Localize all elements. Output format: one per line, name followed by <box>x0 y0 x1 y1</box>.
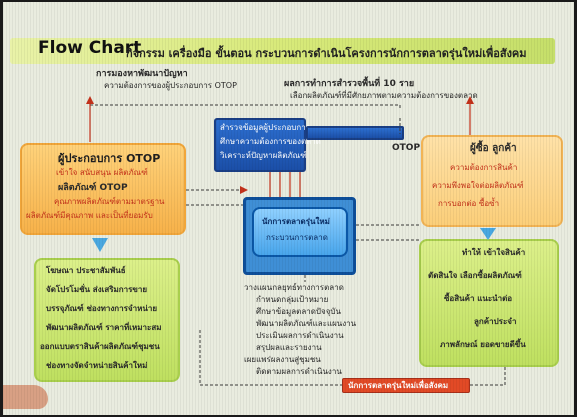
top-note-left-heading: การมองหาพัฒนาปัญหา <box>96 69 188 79</box>
blue-box-line-3: วิเคราะห์ปัญหาผลิตภัณฑ์ <box>220 151 307 160</box>
marketing-action-3: บรรจุภัณฑ์ ช่องทางการจำหน่าย <box>46 304 158 313</box>
center-box-title: นักการตลาดรุ่นใหม่ <box>262 217 330 226</box>
center-list-item-1: วางแผนกลยุทธ์ทางการตลาด <box>244 283 344 292</box>
customer-outcome-1: ทำให้ เข้าใจสินค้า <box>462 248 526 257</box>
otop-entrepreneur-line-1: เข้าใจ สนับสนุน ผลิตภัณฑ์ <box>56 168 148 177</box>
customer-box <box>421 135 563 227</box>
arrow-down-left <box>92 238 108 252</box>
center-list-item-2: กำหนดกลุ่มเป้าหมาย <box>256 295 329 304</box>
center-box <box>252 207 348 257</box>
photo-finger <box>0 385 48 409</box>
flowchart-subtitle: กิจกรรม เครื่องมือ ขั้นตอน กระบวนการดำเน… <box>126 47 527 60</box>
center-list-item-7: เผยแพร่ผลงานสู่ชุมชน <box>244 355 321 364</box>
center-box-subtitle: กระบวนการตลาด <box>266 233 328 242</box>
bottom-result-label: นักการตลาดรุ่นใหม่เพื่อสังคม <box>348 381 449 390</box>
customer-outcome-box <box>419 239 559 367</box>
arrow-down-right <box>480 228 496 240</box>
center-list-item-8: ติดตามผลการดำเนินงาน <box>256 367 342 376</box>
blue-box-line-1: สำรวจข้อมูลผู้ประกอบการ <box>220 123 311 132</box>
customer-line-3: การบอกต่อ ซื้อซ้ำ <box>438 199 500 208</box>
center-list-item-6: สรุปผลและรายงาน <box>256 343 322 352</box>
otop-entrepreneur-line-2: ผลิตภัณฑ์ OTOP <box>58 183 128 193</box>
customer-outcome-3: ซื้อสินค้า แนะนำต่อ <box>444 294 513 303</box>
top-note-left-line: ความต้องการของผู้ประกอบการ OTOP <box>104 81 237 90</box>
marketing-action-2: จัดโปรโมชั่น ส่งเสริมการขาย <box>46 285 148 294</box>
blue-box-line-2: ศึกษาความต้องการของตลาด <box>220 137 321 146</box>
otop-entrepreneur-box <box>20 143 186 235</box>
arrow-right-center <box>240 186 248 194</box>
arrow-up-left <box>86 96 94 104</box>
customer-line-1: ความต้องการสินค้า <box>450 163 518 172</box>
blue-analysis-box <box>214 118 306 172</box>
center-list-item-4: พัฒนาผลิตภัณฑ์และแผนงาน <box>256 319 357 328</box>
customer-title: ผู้ซื้อ ลูกค้า <box>470 143 517 154</box>
marketing-action-4: พัฒนาผลิตภัณฑ์ ราคาที่เหมาะสม <box>46 323 162 332</box>
center-list-item-3: ศึกษาข้อมูลตลาดปัจจุบัน <box>256 307 341 316</box>
title-bar <box>10 38 555 64</box>
marketing-actions-box <box>34 258 180 382</box>
otop-tag-label: OTOP <box>392 143 421 153</box>
customer-outcome-5: ภาพลักษณ์ ยอดขายดีขึ้น <box>440 340 526 349</box>
customer-outcome-2: ตัดสินใจ เลือกซื้อผลิตภัณฑ์ <box>428 271 522 280</box>
top-note-right-heading: ผลการทำการสำรวจพื้นที่ 10 ราย <box>284 79 415 89</box>
customer-line-2: ความพึงพอใจต่อผลิตภัณฑ์ <box>432 181 524 190</box>
otop-entrepreneur-title: ผู้ประกอบการ OTOP <box>58 152 161 165</box>
top-note-right-line: เลือกผลิตภัณฑ์ที่มีศักยภาพตามความต้องการ… <box>290 91 478 100</box>
arrow-up-right <box>466 96 474 104</box>
bottom-result-box <box>342 378 470 393</box>
otop-entrepreneur-line-4: ผลิตภัณฑ์มีคุณภาพ และเป็นที่ยอมรับ <box>26 211 153 220</box>
otop-entrepreneur-line-3: คุณภาพผลิตภัณฑ์ตามมาตรฐาน <box>54 197 165 206</box>
flowchart-title: Flow Chart <box>38 38 142 58</box>
marketing-action-1: โฆษณา ประชาสัมพันธ์ <box>46 266 126 275</box>
center-list-item-5: ประเมินผลการดำเนินงาน <box>256 331 344 340</box>
marketing-action-5: ออกแบบตราสินค้าผลิตภัณฑ์ชุมชน <box>40 342 160 351</box>
blue-right-tag <box>306 126 404 140</box>
marketing-action-6: ช่องทางจัดจำหน่ายสินค้าใหม่ <box>46 361 148 370</box>
customer-outcome-4: ลูกค้าประจำ <box>474 317 517 326</box>
